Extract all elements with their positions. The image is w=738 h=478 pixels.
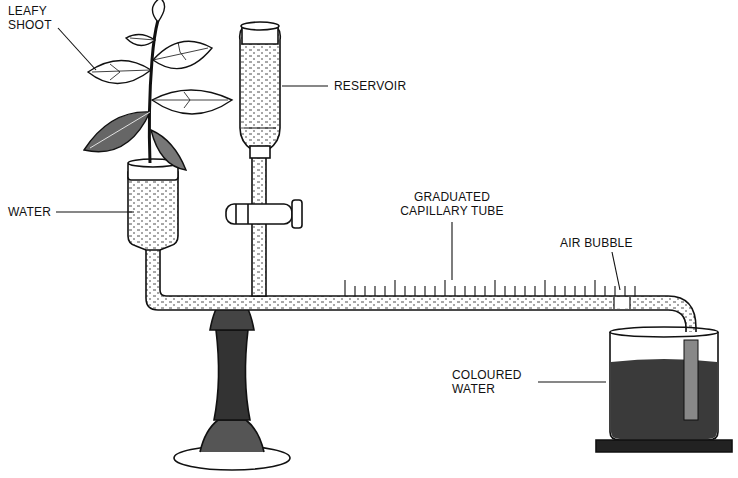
block	[596, 440, 732, 452]
stand-foot	[200, 420, 264, 452]
leaf	[84, 112, 150, 152]
part-label: RESERVOIR	[334, 79, 424, 93]
leaf	[152, 0, 164, 22]
stopcock	[226, 204, 292, 224]
part-label: GRADUATED CAPILLARY TUBE	[392, 190, 512, 218]
leaf	[153, 41, 212, 68]
graduations	[345, 280, 635, 296]
part-label: WATER	[8, 205, 56, 219]
beaker	[610, 332, 718, 440]
stand-column	[214, 330, 250, 420]
air-bubble	[614, 298, 630, 309]
leaf	[88, 60, 151, 83]
leader-lines	[56, 28, 620, 382]
coloured-water	[611, 359, 717, 439]
leaf	[152, 90, 232, 114]
part-label: AIR BUBBLE	[560, 236, 660, 250]
reservoir-bottle	[240, 24, 281, 150]
leaf	[151, 130, 186, 170]
leaf	[126, 34, 155, 45]
shoot-container	[128, 172, 178, 250]
part-label: COLOURED WATER	[452, 368, 536, 396]
part-label: LEAFY SHOOT	[8, 4, 64, 32]
